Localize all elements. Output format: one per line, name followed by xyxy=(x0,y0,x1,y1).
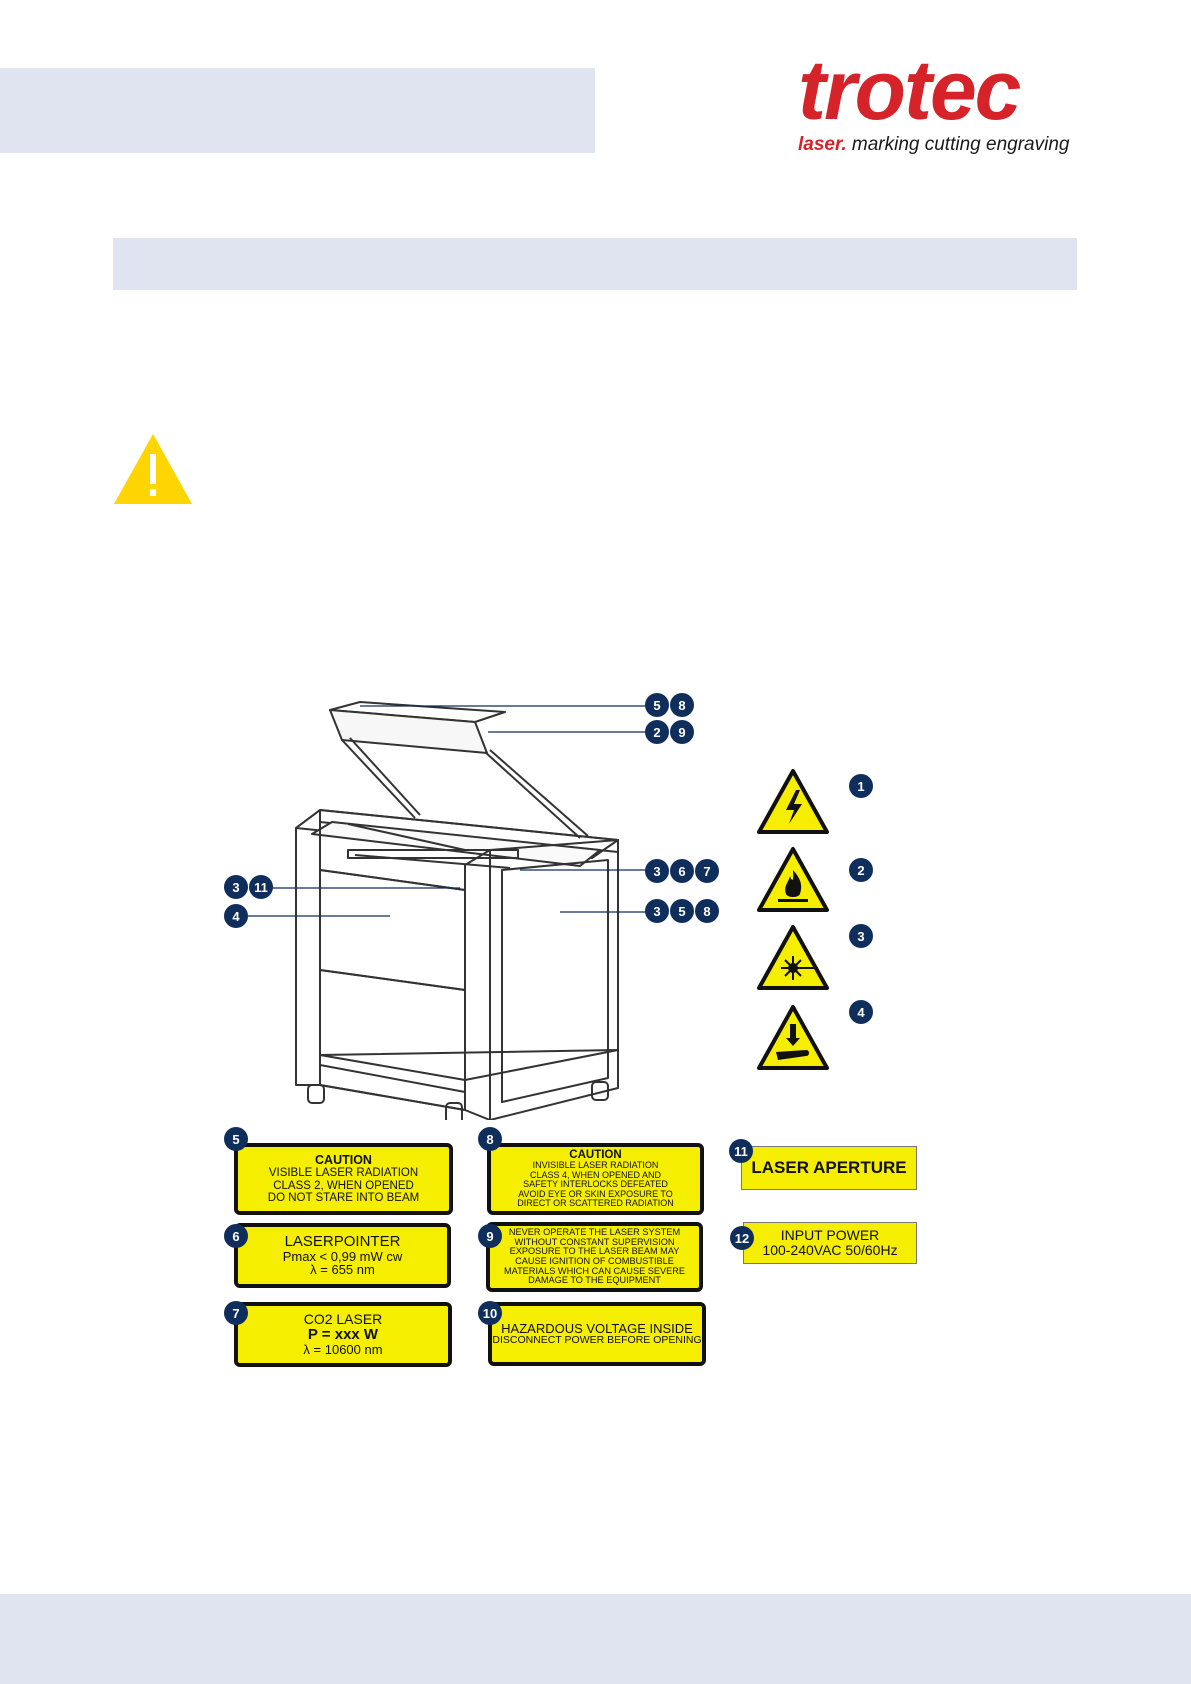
label-9-line: MATERIALS WHICH CAN CAUSE SEVERE xyxy=(503,1265,686,1276)
label-12-badge: 12 xyxy=(730,1226,754,1250)
label-8-line: AVOID EYE OR SKIN EXPOSURE TO xyxy=(518,1188,673,1199)
laser-machine-diagram xyxy=(295,701,619,1120)
logo-tagline-rest: marking cutting engraving xyxy=(846,134,1070,155)
callout-2-badge: 2 xyxy=(645,720,669,744)
label-9-line: EXPOSURE TO THE LASER BEAM MAY xyxy=(509,1246,680,1257)
label-9-line: NEVER OPERATE THE LASER SYSTEM xyxy=(508,1227,681,1238)
label-5-badge: 5 xyxy=(224,1127,248,1151)
callout-7-badge: 7 xyxy=(695,859,719,883)
label-5-caution-visible-laser: CAUTION VISIBLE LASER RADIATION CLASS 2,… xyxy=(234,1143,453,1215)
hazard-1-badge: 1 xyxy=(849,774,873,798)
callout-6-badge: 6 xyxy=(670,859,694,883)
laser-radiation-warning-icon xyxy=(757,925,829,990)
label-6-line: λ = 655 nm xyxy=(310,1262,375,1278)
callout-4-badge: 4 xyxy=(224,904,248,928)
label-7-line: P = xxx W xyxy=(307,1326,379,1344)
callout-3-badge: 3 xyxy=(645,859,669,883)
label-5-line: CAUTION xyxy=(315,1153,372,1168)
label-8-line: INVISIBLE LASER RADIATION xyxy=(532,1160,659,1171)
callout-3-badge: 3 xyxy=(224,875,248,899)
label-8-line: DIRECT OR SCATTERED RADIATION xyxy=(517,1198,674,1209)
label-11-line: LASER APERTURE xyxy=(751,1158,907,1178)
hazard-2-badge: 2 xyxy=(849,858,873,882)
label-8-line: SAFETY INTERLOCKS DEFEATED xyxy=(523,1179,668,1190)
header-band xyxy=(0,68,595,153)
label-9-line: CAUSE IGNITION OF COMBUSTIBLE xyxy=(515,1256,674,1266)
footer-band xyxy=(0,1594,1191,1684)
label-5-line: VISIBLE LASER RADIATION xyxy=(268,1167,419,1180)
label-10-hazardous-voltage: HAZARDOUS VOLTAGE INSIDE DISCONNECT POWE… xyxy=(488,1302,706,1366)
label-6-line: LASERPOINTER xyxy=(284,1232,401,1250)
label-9-line: WITHOUT CONSTANT SUPERVISION xyxy=(514,1236,675,1247)
label-9-badge: 9 xyxy=(478,1224,502,1248)
label-12-input-power: INPUT POWER 100-240VAC 50/60Hz xyxy=(743,1222,917,1264)
label-12-line: 100-240VAC 50/60Hz xyxy=(762,1242,898,1258)
label-11-laser-aperture: LASER APERTURE xyxy=(741,1146,917,1190)
label-5-line: CLASS 2, WHEN OPENED xyxy=(273,1179,414,1192)
label-7-co2-laser: CO2 LASER P = xxx W λ = 10600 nm xyxy=(234,1302,452,1367)
fire-hazard-warning-icon xyxy=(757,847,829,912)
warning-icon xyxy=(114,434,192,504)
label-10-badge: 10 xyxy=(478,1301,502,1325)
logo-tagline-brand: laser. xyxy=(798,134,847,155)
label-7-badge: 7 xyxy=(224,1301,248,1325)
label-8-line: CAUTION xyxy=(569,1149,622,1162)
label-10-line: HAZARDOUS VOLTAGE INSIDE xyxy=(501,1320,693,1336)
hazard-4-badge: 4 xyxy=(849,1000,873,1024)
trotec-logo: trotec xyxy=(798,43,1021,137)
callout-3-badge: 3 xyxy=(645,899,669,923)
label-7-line: CO2 LASER xyxy=(303,1311,383,1328)
logo-tagline: laser. marking cutting engraving xyxy=(798,134,1078,156)
label-7-line: λ = 10600 nm xyxy=(303,1341,383,1357)
electric-shock-warning-icon xyxy=(757,769,829,834)
label-8-badge: 8 xyxy=(478,1127,502,1151)
label-6-badge: 6 xyxy=(224,1224,248,1248)
label-9-never-operate: NEVER OPERATE THE LASER SYSTEM WITHOUT C… xyxy=(486,1222,703,1292)
callout-5-badge: 5 xyxy=(645,693,669,717)
label-6-line: Pmax < 0,99 mW cw xyxy=(282,1248,403,1264)
label-8-caution-invisible-laser: CAUTION INVISIBLE LASER RADIATION CLASS … xyxy=(487,1143,704,1215)
label-8-line: CLASS 4, WHEN OPENED AND xyxy=(529,1169,662,1180)
callout-5-badge: 5 xyxy=(670,899,694,923)
label-5-line: DO NOT STARE INTO BEAM xyxy=(267,1191,420,1204)
label-10-line: DISCONNECT POWER BEFORE OPENING xyxy=(492,1334,702,1347)
hand-crush-warning-icon xyxy=(757,1005,829,1070)
label-9-line: DAMAGE TO THE EQUIPMENT xyxy=(528,1275,661,1286)
label-11-badge: 11 xyxy=(729,1139,753,1163)
callout-8-badge: 8 xyxy=(670,693,694,717)
section-title-band xyxy=(113,238,1077,290)
callout-11-badge: 11 xyxy=(249,875,273,899)
callout-8-badge: 8 xyxy=(695,899,719,923)
hazard-3-badge: 3 xyxy=(849,924,873,948)
label-12-line: INPUT POWER xyxy=(780,1227,880,1244)
callout-9-badge: 9 xyxy=(670,720,694,744)
label-6-laserpointer: LASERPOINTER Pmax < 0,99 mW cw λ = 655 n… xyxy=(234,1223,451,1288)
